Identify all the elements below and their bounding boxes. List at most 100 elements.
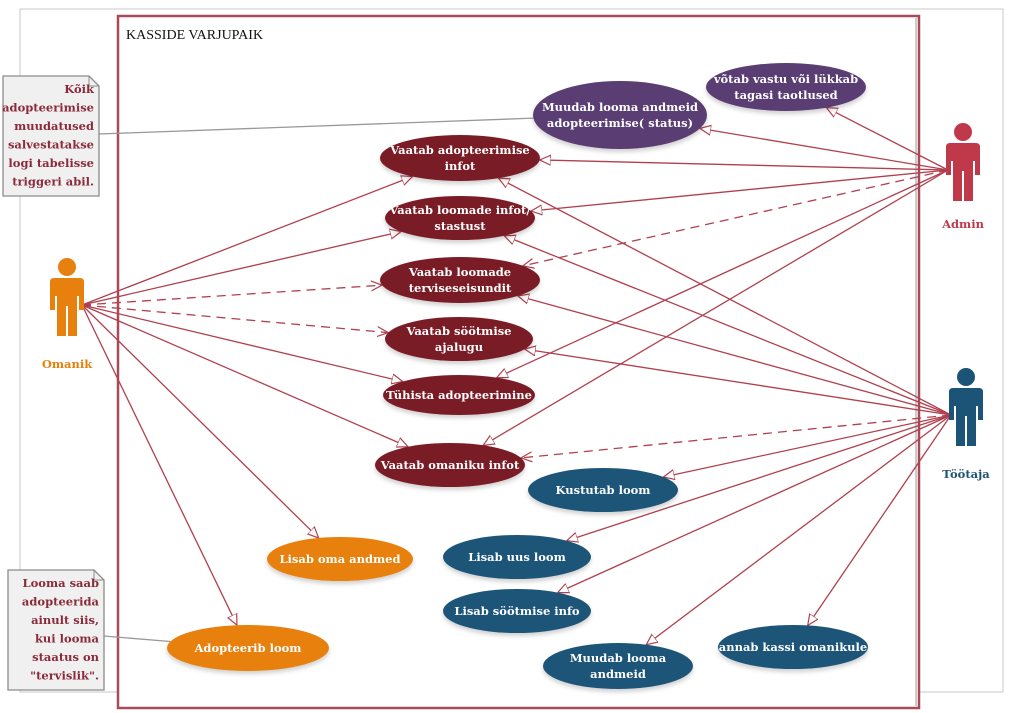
associations — [81, 108, 952, 645]
use-case-ellipse — [380, 135, 540, 181]
association-omanik-uc_animal_info — [81, 232, 401, 306]
use-case-uc_delete[interactable]: Kustutab loom — [528, 468, 678, 512]
use-case-ellipse — [267, 537, 413, 581]
use-case-uc_adopt[interactable]: Adopteerib loom — [167, 625, 329, 671]
use-case-ellipse — [443, 535, 591, 579]
notes: Kõik adopteerimise muudatused salvestatakse… — [2, 75, 105, 691]
note-shape — [2, 75, 100, 197]
note-shape — [7, 569, 105, 691]
note-text: "tervislik". — [30, 669, 99, 683]
system-title: KASSIDE VARJUPAIK — [126, 28, 263, 43]
use-case-uc_feed_hist[interactable]: Vaatab söötmise ajalugu — [385, 317, 533, 361]
actor-omanik[interactable]: Omanik — [42, 258, 93, 371]
association-tootaja-uc_adopt_info — [499, 178, 952, 416]
use-case-uc_add_own[interactable]: Lisab oma andmed — [267, 537, 413, 581]
use-case-uc_edit_animal[interactable]: Muudab looma andmeid — [543, 643, 693, 689]
person-icon — [50, 258, 84, 336]
note-text: ainult siis, — [31, 613, 99, 627]
association-tootaja-uc_add_feed — [558, 414, 952, 593]
use-case-ellipse — [385, 196, 535, 240]
association-admin-uc_status — [700, 128, 949, 171]
use-case-label: Tühista adopteerimine — [386, 388, 532, 402]
use-case-uc_owner_info[interactable]: Vaatab omaniku infot — [375, 443, 525, 487]
actor-admin[interactable]: Admin — [941, 123, 985, 231]
use-case-label: võtab vastu või lükkab — [713, 72, 858, 86]
use-case-label: Lisab söötmise info — [454, 604, 580, 618]
use-case-uc_cancel[interactable]: Tühista adopteerimine — [383, 375, 535, 415]
person-icon — [949, 368, 983, 446]
use-case-ellipse — [706, 63, 866, 111]
use-case-ellipse — [718, 625, 868, 669]
association-tootaja-uc_edit_animal — [646, 414, 952, 645]
use-case-label: Vaatab söötmise — [405, 324, 511, 338]
note-connector-note_log — [98, 117, 534, 135]
use-case-label: Lisab uus loom — [468, 550, 566, 564]
use-case-ellipse — [443, 589, 591, 633]
actor-tootaja[interactable]: Töötaja — [942, 368, 990, 481]
association-admin-uc_adopt_info — [540, 160, 949, 171]
association-tootaja-uc_add_animal — [567, 414, 952, 541]
association-admin-uc_accept — [826, 108, 949, 171]
use-case-label: annab kassi omanikule — [719, 640, 867, 654]
use-case-ellipse — [167, 625, 329, 671]
note-text: kui looma — [35, 632, 100, 646]
use-case-uc_give[interactable]: annab kassi omanikule — [718, 625, 868, 669]
use-case-label: Vaatab omaniku infot — [380, 458, 520, 472]
use-case-label: Adopteerib loom — [194, 641, 302, 655]
note-text: staatus on — [32, 650, 100, 664]
note-text: triggeri abil. — [12, 175, 94, 189]
use-case-label: infot — [445, 159, 476, 173]
note-text: Looma saab — [23, 576, 99, 590]
association-omanik-uc_cancel — [81, 304, 403, 382]
association-omanik-uc_owner_info — [81, 304, 408, 447]
association-admin-uc_animal_info — [531, 169, 949, 211]
use-case-ellipse — [543, 643, 693, 689]
use-case-label: Lisab oma andmed — [279, 552, 400, 566]
use-case-label: andmeid — [590, 667, 646, 681]
note-text: Kõik — [64, 82, 95, 96]
association-tootaja-uc_animal_info — [504, 236, 952, 416]
note-text: logi tabelisse — [8, 156, 94, 170]
association-tootaja-uc_delete — [663, 414, 952, 477]
association-tootaja-uc_feed_hist — [525, 349, 952, 416]
use-case-label: Vaatab loomade infot/ — [388, 203, 531, 217]
association-admin-uc_owner_info — [483, 169, 949, 445]
association-omanik-uc_adopt_info — [81, 176, 412, 306]
note-note_log: Kõik adopteerimise muudatused salvestatakse… — [2, 75, 100, 197]
use-case-label: Kustutab loom — [556, 483, 651, 497]
use-case-ellipse — [385, 317, 533, 361]
association-omanik-uc_add_own — [81, 304, 319, 538]
actor-label: Omanik — [42, 357, 93, 371]
use-case-label: Vaatab loomade — [408, 265, 511, 279]
association-tootaja-uc_health — [518, 296, 952, 416]
actor-label: Töötaja — [942, 467, 990, 481]
use-case-uc_animal_info[interactable]: Vaatab loomade infot/stastust — [385, 196, 535, 240]
use-case-uc_add_animal[interactable]: Lisab uus loom — [443, 535, 591, 579]
use-case-uc_status[interactable]: Muudab looma andmeid adopteerimise( statu… — [533, 81, 707, 149]
use-case-label: Muudab looma — [570, 651, 667, 665]
association-omanik-uc_feed_hist — [81, 304, 388, 333]
use-case-label: adopteerimise( status) — [547, 116, 693, 130]
note-text: muudatused — [14, 119, 94, 133]
note-text: adopteerimise — [2, 101, 94, 115]
association-admin-uc_health — [523, 169, 949, 266]
association-omanik-uc_adopt — [81, 304, 237, 625]
use-case-label: Muudab looma andmeid — [542, 100, 698, 114]
use-case-label: ajalugu — [435, 340, 483, 354]
association-admin-uc_cancel — [497, 169, 949, 378]
note-text: salvestatakse — [8, 138, 94, 152]
note-connectors — [98, 117, 534, 643]
use-case-label: terviseseisundit — [409, 281, 512, 295]
use-case-ellipse — [528, 468, 678, 512]
association-tootaja-uc_owner_info — [521, 414, 952, 458]
note-connector-note_adopt — [103, 635, 171, 643]
association-tootaja-uc_give — [808, 414, 952, 625]
use-case-uc_add_feed[interactable]: Lisab söötmise info — [443, 589, 591, 633]
use-case-uc_health[interactable]: Vaatab loomade terviseseisundit — [380, 257, 540, 303]
